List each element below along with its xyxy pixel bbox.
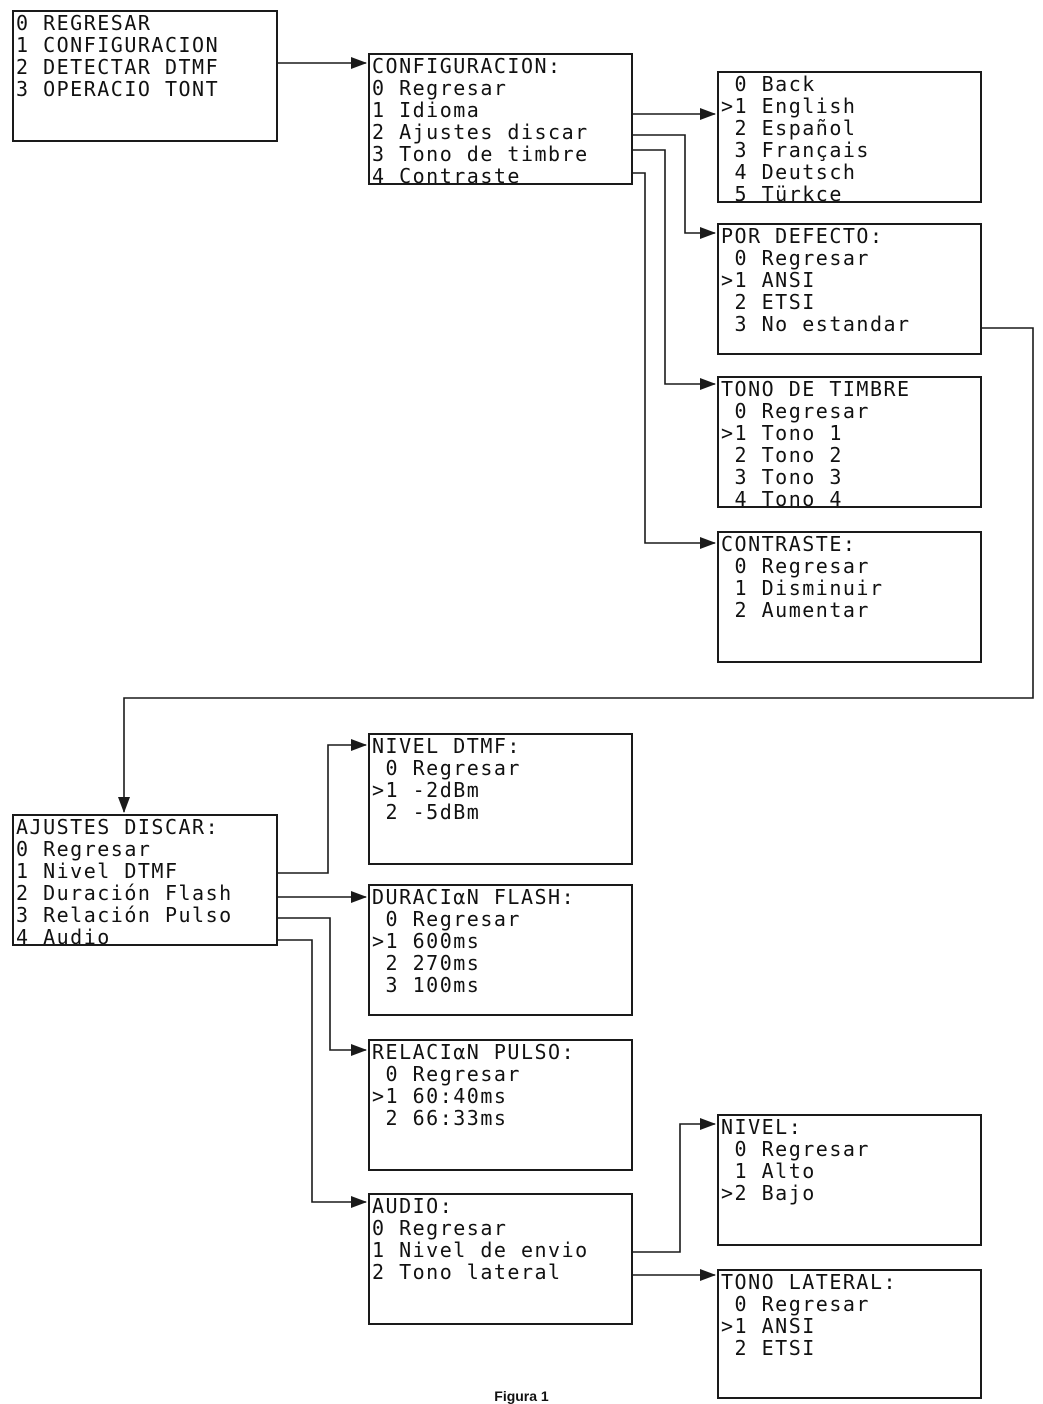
nivel-dtmf-line: >1 -2dBm	[372, 778, 481, 802]
nivel-dtmf-line: NIVEL DTMF:	[372, 734, 521, 758]
nivel-line: >2 Bajo	[721, 1181, 816, 1205]
por-defecto-line: POR DEFECTO:	[721, 224, 884, 248]
configuracion-line: 4 Contraste	[372, 164, 521, 185]
nivel-dtmf-menu-box: NIVEL DTMF: 0 Regresar>1 -2dBm 2 -5dBm	[368, 733, 633, 865]
relacion-pulso-line: >1 60:40ms	[372, 1084, 508, 1108]
configuracion-line: 2 Ajustes discar	[372, 120, 589, 144]
connector-tono-timbre	[615, 149, 716, 390]
nivel-dtmf-line: 2 -5dBm	[372, 800, 481, 824]
audio-line: 2 Tono lateral	[372, 1260, 562, 1284]
configuracion-line: 3 Tono de timbre	[372, 142, 589, 166]
idioma-line: >1 English	[721, 94, 857, 118]
ajustes-discar-line: 0 Regresar	[16, 837, 152, 861]
idioma-menu-box: 0 Back>1 English 2 Español 3 Français 4 …	[717, 71, 982, 203]
relacion-pulso-menu-box: RELACIαN PULSO: 0 Regresar>1 60:40ms 2 6…	[368, 1039, 633, 1171]
main-line: 3 OPERACIO TONT	[16, 77, 220, 101]
connector-audio	[276, 939, 367, 1208]
nivel-line: 1 Alto	[721, 1159, 816, 1183]
duracion-flash-line: DURACIαN FLASH:	[372, 885, 576, 909]
configuracion-line: 0 Regresar	[372, 76, 508, 100]
idioma-line: 0 Back	[721, 72, 816, 96]
tono-timbre-line: 2 Tono 2	[721, 443, 843, 467]
connector-nivel	[618, 1118, 716, 1253]
tono-lateral-line: >1 ANSI	[721, 1314, 816, 1338]
audio-line: 0 Regresar	[372, 1216, 508, 1240]
contraste-line: 1 Disminuir	[721, 576, 884, 600]
duracion-flash-line: >1 600ms	[372, 929, 481, 953]
relacion-pulso-line: 2 66:33ms	[372, 1106, 508, 1130]
tono-timbre-line: >1 Tono 1	[721, 421, 843, 445]
contraste-menu-box: CONTRASTE: 0 Regresar 1 Disminuir 2 Aume…	[717, 531, 982, 663]
idioma-line: 5 Türkçe	[721, 182, 843, 203]
audio-line: AUDIO:	[372, 1194, 454, 1218]
idioma-line: 4 Deutsch	[721, 160, 857, 184]
tono-lateral-menu-box: TONO LATERAL: 0 Regresar>1 ANSI 2 ETSI	[717, 1269, 982, 1399]
relacion-pulso-line: 0 Regresar	[372, 1062, 521, 1086]
configuracion-line: 1 Idioma	[372, 98, 481, 122]
figure-caption: Figura 1	[494, 1388, 549, 1404]
tono-timbre-menu-box: TONO DE TIMBRE 0 Regresar>1 Tono 1 2 Ton…	[717, 376, 982, 508]
ajustes-discar-line: 4 Audio	[16, 925, 111, 946]
ajustes-discar-line: AJUSTES DISCAR:	[16, 815, 220, 839]
duracion-flash-line: 0 Regresar	[372, 907, 521, 931]
por-defecto-line: 0 Regresar	[721, 246, 870, 270]
main-line: 0 REGRESAR	[16, 11, 152, 35]
nivel-line: NIVEL:	[721, 1115, 803, 1139]
duracion-flash-menu-box: DURACIαN FLASH: 0 Regresar>1 600ms 2 270…	[368, 884, 633, 1016]
por-defecto-line: >1 ANSI	[721, 268, 816, 292]
ajustes-discar-line: 2 Duración Flash	[16, 881, 233, 905]
connector-no-estandar	[118, 327, 1034, 813]
relacion-pulso-line: RELACIαN PULSO:	[372, 1040, 576, 1064]
tono-timbre-line: 3 Tono 3	[721, 465, 843, 489]
tono-timbre-line: 0 Regresar	[721, 399, 870, 423]
contraste-line: CONTRASTE:	[721, 532, 857, 556]
tono-lateral-line: 2 ETSI	[721, 1336, 816, 1360]
connector-contraste	[599, 172, 716, 549]
duracion-flash-line: 2 270ms	[372, 951, 481, 975]
connector-ajustes-discar	[615, 134, 716, 239]
contraste-line: 0 Regresar	[721, 554, 870, 578]
main-line: 2 DETECTAR DTMF	[16, 55, 220, 79]
nivel-line: 0 Regresar	[721, 1137, 870, 1161]
tono-lateral-line: TONO LATERAL:	[721, 1270, 898, 1294]
connector-relacion-pulso	[270, 917, 367, 1056]
configuracion-line: CONFIGURACION:	[372, 54, 562, 78]
connector-nivel-dtmf	[244, 739, 367, 874]
contraste-line: 2 Aumentar	[721, 598, 870, 622]
tono-timbre-line: 4 Tono 4	[721, 487, 843, 508]
main-line: 1 CONFIGURACION	[16, 33, 220, 57]
tono-timbre-line: TONO DE TIMBRE	[721, 377, 911, 401]
nivel-dtmf-line: 0 Regresar	[372, 756, 521, 780]
por-defecto-menu-box: POR DEFECTO: 0 Regresar>1 ANSI 2 ETSI 3 …	[717, 223, 982, 355]
audio-line: 1 Nivel de envio	[372, 1238, 589, 1262]
duracion-flash-line: 3 100ms	[372, 973, 481, 997]
ajustes-discar-line: 1 Nivel DTMF	[16, 859, 179, 883]
idioma-line: 3 Français	[721, 138, 870, 162]
ajustes-discar-line: 3 Relación Pulso	[16, 903, 233, 927]
nivel-menu-box: NIVEL: 0 Regresar 1 Alto>2 Bajo	[717, 1114, 982, 1246]
tono-lateral-line: 0 Regresar	[721, 1292, 870, 1316]
idioma-line: 2 Español	[721, 116, 857, 140]
por-defecto-line: 2 ETSI	[721, 290, 816, 314]
por-defecto-line: 3 No estandar	[721, 312, 911, 336]
